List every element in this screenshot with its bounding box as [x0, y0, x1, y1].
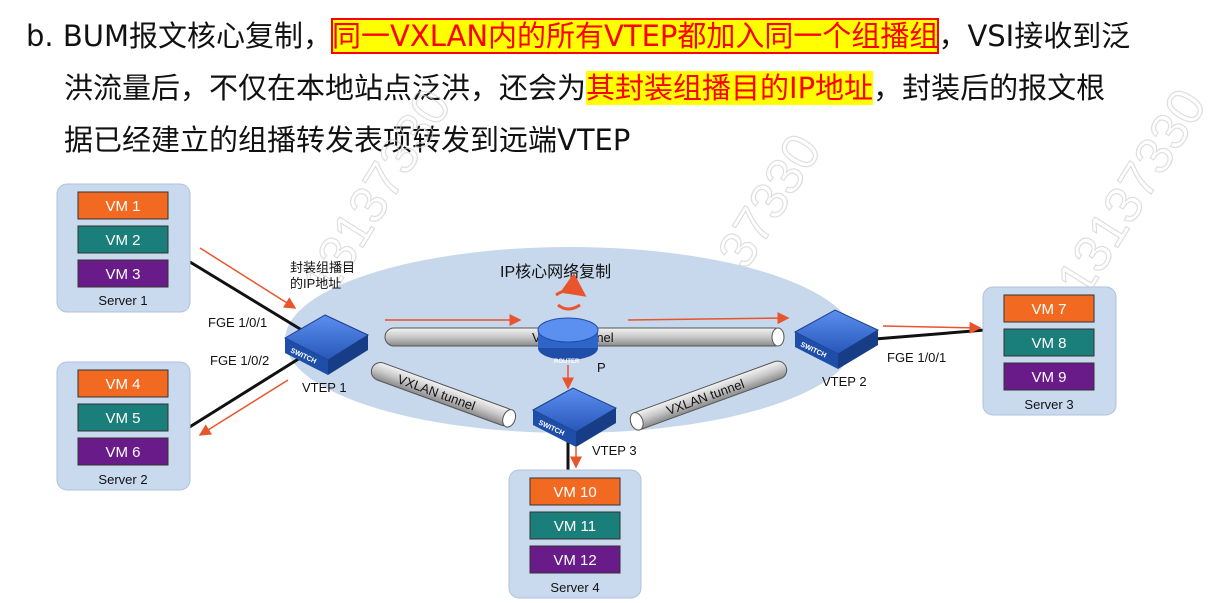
- server-4: VM 10 VM 11 VM 12 Server 4: [508, 469, 642, 599]
- vm-label: VM 5: [105, 410, 140, 427]
- highlight-encap-ip: 其封装组播目的IP地址: [586, 71, 874, 105]
- vtep2-label: VTEP 2: [822, 374, 867, 389]
- encap-label-2: 的IP地址: [290, 276, 341, 291]
- server-3: VM 7 VM 8 VM 9 Server 3: [982, 286, 1117, 416]
- encap-label-1: 封装组播目: [290, 260, 355, 275]
- text-line-2: 洪流量后，不仅在本地站点泛洪，还会为其封装组播目的IP地址，封装后的报文根: [26, 62, 1206, 114]
- switch-vtep2: SWITCH: [793, 309, 880, 369]
- vtep3-label: VTEP 3: [592, 443, 637, 458]
- router-node-label: P: [597, 360, 606, 375]
- port-fge-2: FGE 1/0/2: [210, 353, 269, 368]
- server-1: VM 1 VM 2 VM 3 Server 1: [56, 183, 191, 313]
- vm-label: VM 7: [1031, 301, 1066, 318]
- core-label: IP核心网络复制: [500, 262, 611, 281]
- server-label: Server 3: [1024, 397, 1073, 412]
- flow-arrows: [198, 247, 982, 469]
- server-label: Server 2: [98, 472, 147, 487]
- links: [187, 260, 986, 478]
- router-p: ROUTER P: [537, 273, 606, 375]
- vm-label: VM 8: [1031, 335, 1066, 352]
- text-line-3: 据已经建立的组播转发表项转发到远端VTEP: [64, 123, 631, 157]
- vtep1-label: VTEP 1: [302, 380, 347, 395]
- switch-vtep3: SWITCH: [531, 387, 618, 447]
- vm-label: VM 2: [105, 232, 140, 249]
- vm-label: VM 1: [105, 198, 140, 215]
- vm-label: VM 11: [554, 518, 596, 535]
- text-prefix: b. BUM报文核心复制，: [26, 19, 332, 53]
- vm-label: VM 3: [105, 266, 140, 283]
- port-fge-vtep2: FGE 1/0/1: [887, 350, 946, 365]
- switch-vtep1: SWITCH: [283, 314, 370, 375]
- text-line-2a: 洪流量后，不仅在本地站点泛洪，还会为: [64, 71, 587, 105]
- labels: 封装组播目 的IP地址 FGE 1/0/1 FGE 1/0/2 FGE 1/0/…: [208, 260, 946, 458]
- text-line-2b: ，封装后的报文根: [873, 71, 1106, 105]
- server-2: VM 4 VM 5 VM 6 Server 2: [56, 361, 191, 491]
- highlight-multicast-group: 同一VXLAN内的所有VTEP都加入同一个组播组: [330, 18, 940, 54]
- vm-label: VM 9: [1031, 369, 1066, 386]
- text-mid: ，VSI接收到泛: [938, 19, 1131, 53]
- watermark: 13137330: [1046, 79, 1213, 306]
- vm-label: VM 4: [105, 376, 140, 393]
- server-label: Server 4: [550, 580, 599, 595]
- router-text: ROUTER: [554, 359, 580, 365]
- server-label: Server 1: [98, 293, 147, 308]
- description-paragraph: b. BUM报文核心复制，同一VXLAN内的所有VTEP都加入同一个组播组，VS…: [26, 10, 1206, 166]
- vm-label: VM 12: [553, 552, 596, 569]
- port-fge-1: FGE 1/0/1: [208, 315, 267, 330]
- vm-label: VM 6: [105, 444, 140, 461]
- vm-label: VM 10: [553, 484, 596, 501]
